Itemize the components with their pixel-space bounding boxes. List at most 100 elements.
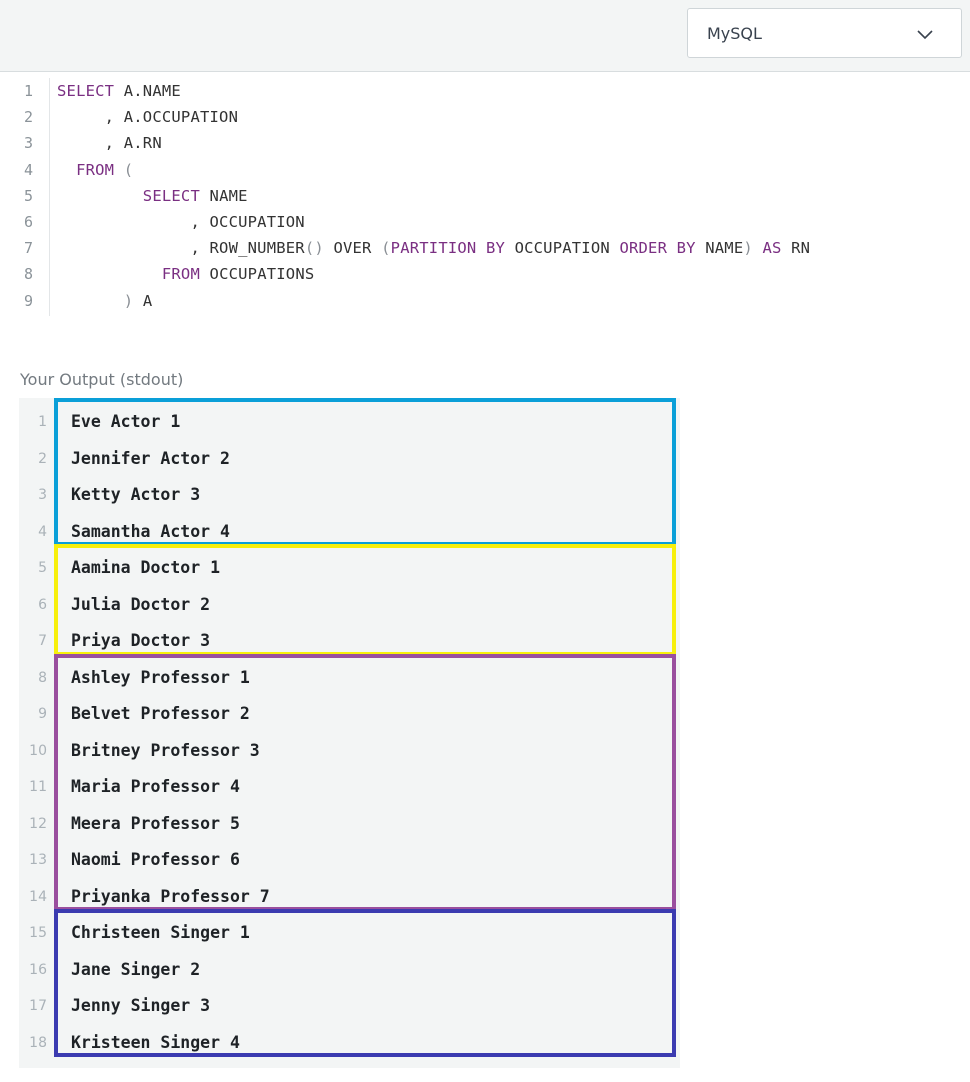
line-number: 2 (23, 108, 33, 127)
language-select-value: MySQL (707, 23, 762, 43)
output-line-number: 10 (29, 742, 47, 759)
code-line[interactable]: 4 FROM ( (0, 157, 970, 183)
output-line: 18 Kristeen Singer 4 (19, 1025, 674, 1061)
output-line: 1 Eve Actor 1 (19, 404, 674, 440)
output-line-text: Ketty Actor 3 (71, 485, 201, 504)
code-text: , A.OCCUPATION (57, 104, 238, 130)
output-line-text: Christeen Singer 1 (71, 923, 250, 942)
code-token: , A.OCCUPATION (57, 108, 239, 127)
code-token: ORDER BY (619, 239, 696, 258)
output-line-number: 18 (29, 1034, 47, 1051)
code-token: SELECT (142, 186, 200, 205)
chevron-down-icon (917, 30, 933, 40)
output-line-number: 7 (38, 633, 47, 649)
code-text: SELECT NAME (57, 183, 248, 209)
output-line-text: Naomi Professor 6 (71, 850, 240, 869)
code-text: FROM ( (57, 157, 133, 183)
code-token: OCCUPATIONS (200, 265, 315, 284)
output-line-text: Belvet Professor 2 (71, 704, 250, 723)
editor-gutter (0, 78, 50, 316)
output-line-text: Britney Professor 3 (71, 740, 260, 760)
output-line-number: 15 (29, 925, 47, 941)
output-line-number: 13 (29, 852, 47, 868)
output-line-text: Meera Professor 5 (71, 813, 240, 833)
output-line: 12 Meera Professor 5 (19, 806, 674, 842)
output-line-text: Jenny Singer 3 (71, 996, 211, 1015)
code-text: SELECT A.NAME (57, 78, 181, 104)
output-line-text: Samantha Actor 4 (71, 521, 230, 541)
output-line-number: 16 (29, 961, 47, 978)
output-panel (19, 398, 680, 1068)
line-number: 4 (23, 160, 33, 179)
code-token: NAME (200, 186, 248, 205)
code-token (57, 187, 143, 205)
output-line-text: Aamina Doctor 1 (71, 558, 221, 577)
code-text: , OCCUPATION (57, 209, 305, 235)
output-line-number: 5 (38, 560, 47, 576)
line-number: 7 (23, 239, 33, 258)
code-token: ) (123, 291, 134, 310)
code-token: OVER (323, 239, 382, 258)
code-token (57, 265, 162, 283)
output-line: 10 Britney Professor 3 (19, 733, 674, 769)
code-line[interactable]: 9 ) A (0, 288, 970, 314)
code-token: A.NAME (114, 82, 181, 100)
code-line[interactable]: 1 SELECT A.NAME (0, 78, 970, 104)
output-line-number: 17 (29, 998, 47, 1014)
output-line-number: 12 (29, 815, 47, 832)
output-line: 2 Jennifer Actor 2 (19, 441, 674, 477)
code-line[interactable]: 5 SELECT NAME (0, 183, 970, 209)
code-token: SELECT (57, 82, 115, 100)
language-select[interactable]: MySQL (687, 8, 962, 58)
output-line-text: Jane Singer 2 (71, 959, 201, 979)
code-token: OCCUPATION (505, 239, 620, 258)
code-token: FROM (161, 265, 200, 284)
output-line-text: Ashley Professor 1 (71, 667, 250, 687)
output-line-number: 14 (29, 888, 47, 905)
code-token: NAME (695, 239, 744, 258)
code-token: () (304, 239, 324, 258)
code-token: , OCCUPATION (57, 213, 305, 231)
line-number: 9 (23, 291, 33, 310)
code-token (57, 292, 124, 310)
code-line[interactable]: 6 , OCCUPATION (0, 209, 970, 235)
output-line: 15 Christeen Singer 1 (19, 915, 674, 951)
output-line-text: Eve Actor 1 (71, 412, 181, 431)
code-token: PARTITION BY (390, 239, 506, 258)
code-line[interactable]: 2 , A.OCCUPATION (0, 104, 970, 130)
code-text: , ROW_NUMBER() OVER (PARTITION BY OCCUPA… (57, 235, 810, 261)
code-token: AS (762, 239, 782, 258)
output-line-text: Julia Doctor 2 (71, 594, 211, 614)
code-token: ( (381, 239, 391, 258)
output-line-text: Kristeen Singer 4 (71, 1032, 240, 1052)
code-line[interactable]: 7 , ROW_NUMBER() OVER (PARTITION BY OCCU… (0, 235, 970, 261)
code-token: , A.RN (57, 134, 162, 153)
code-token: FROM (57, 160, 115, 179)
line-number: 1 (23, 82, 33, 100)
code-token (114, 161, 124, 179)
code-token: , ROW_NUMBER (57, 239, 305, 258)
output-line-number: 1 (38, 414, 47, 430)
code-line[interactable]: 3 , A.RN (0, 130, 970, 156)
line-number: 8 (23, 265, 33, 284)
output-line-number: 9 (38, 706, 47, 722)
output-line: 5 Aamina Doctor 1 (19, 550, 674, 586)
editor-toolbar: MySQL (0, 0, 970, 72)
output-line-text: Maria Professor 4 (71, 777, 240, 796)
output-line-text: Jennifer Actor 2 (71, 448, 230, 468)
code-token: RN (781, 239, 811, 258)
output-line-number: 2 (38, 450, 47, 467)
code-text: FROM OCCUPATIONS (57, 261, 314, 287)
output-label: Your Output (stdout) (20, 370, 184, 389)
code-token: ( (123, 160, 134, 179)
line-number: 3 (23, 134, 33, 153)
output-line-number: 3 (38, 487, 47, 503)
code-line[interactable]: 8 FROM OCCUPATIONS (0, 261, 970, 287)
code-token: ) (743, 239, 753, 258)
line-number: 6 (23, 213, 33, 231)
